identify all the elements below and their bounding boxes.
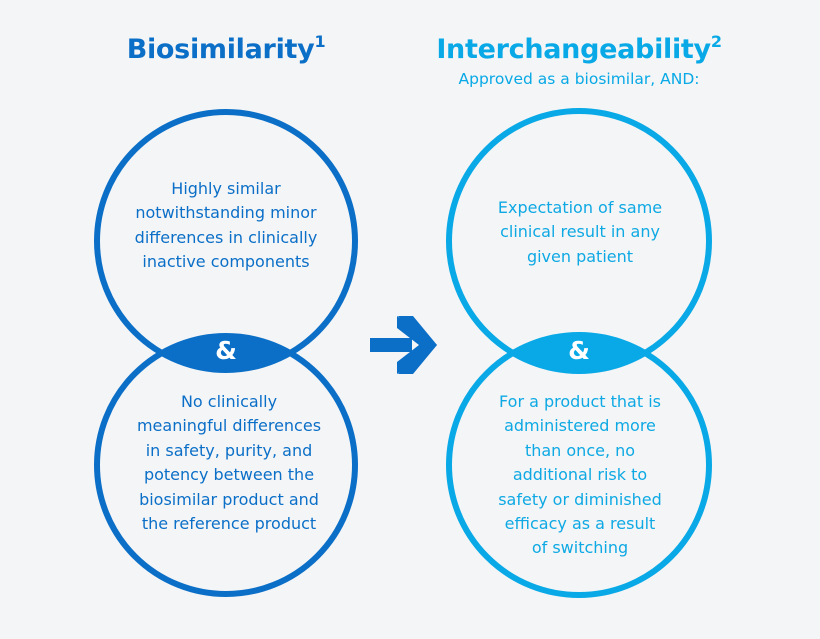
text-line: the reference product (141, 514, 317, 534)
text-line: in safety, purity, and (145, 440, 313, 460)
biosimilarity-top-circle-text: Highly similar notwithstanding minor dif… (116, 177, 336, 275)
biosimilarity-ampersand: & (215, 336, 237, 365)
text-line: No clinically (180, 392, 278, 411)
text-line: than once, no (524, 440, 636, 460)
interchangeability-title-text: Interchangeability (436, 34, 711, 65)
interchangeability-subtitle: Approved as a biosimilar, AND: (458, 70, 700, 88)
text-line: meaningful differences (136, 416, 322, 436)
text-line: potency between the (143, 465, 315, 485)
footnote-marker-2: 2 (710, 32, 722, 51)
biosimilarity-bottom-circle-text: No clinically meaningful differences in … (116, 390, 342, 536)
text-line: For a product that is (499, 392, 661, 411)
biosimilarity-bottom-circle (94, 333, 358, 597)
interchangeability-bottom-circle-text: For a product that is administered more … (475, 390, 685, 561)
interchangeability-top-circle (446, 108, 712, 374)
text-line: Expectation of same (497, 198, 663, 217)
biosimilarity-title-text: Biosimilarity (126, 34, 315, 65)
footnote-marker-1: 1 (314, 32, 326, 51)
arrow-right-icon (370, 316, 437, 374)
text-line: additional risk to (512, 465, 648, 485)
interchangeability-ampersand: & (568, 336, 590, 365)
text-line: safety or diminished (498, 489, 662, 509)
interchangeability-bottom-circle (446, 332, 712, 598)
text-line: efficacy as a result (504, 514, 656, 534)
biosimilarity-title: Biosimilarity1 (100, 32, 352, 65)
interchangeability-top-circle-text: Expectation of same clinical result in a… (470, 196, 690, 269)
text-line: administered more (504, 416, 656, 436)
interchangeability-title: Interchangeability2 (414, 32, 744, 65)
biosimilarity-top-circle (94, 109, 358, 373)
text-line: notwithstanding minor (135, 203, 317, 223)
text-line: clinical result in any (500, 222, 660, 242)
text-line: differences in clinically (134, 227, 318, 247)
text-line: inactive components (142, 252, 310, 272)
text-line: of switching (531, 538, 629, 558)
text-line: Highly similar (171, 179, 281, 198)
text-line: biosimilar product and (139, 489, 319, 509)
text-line: given patient (526, 246, 634, 266)
